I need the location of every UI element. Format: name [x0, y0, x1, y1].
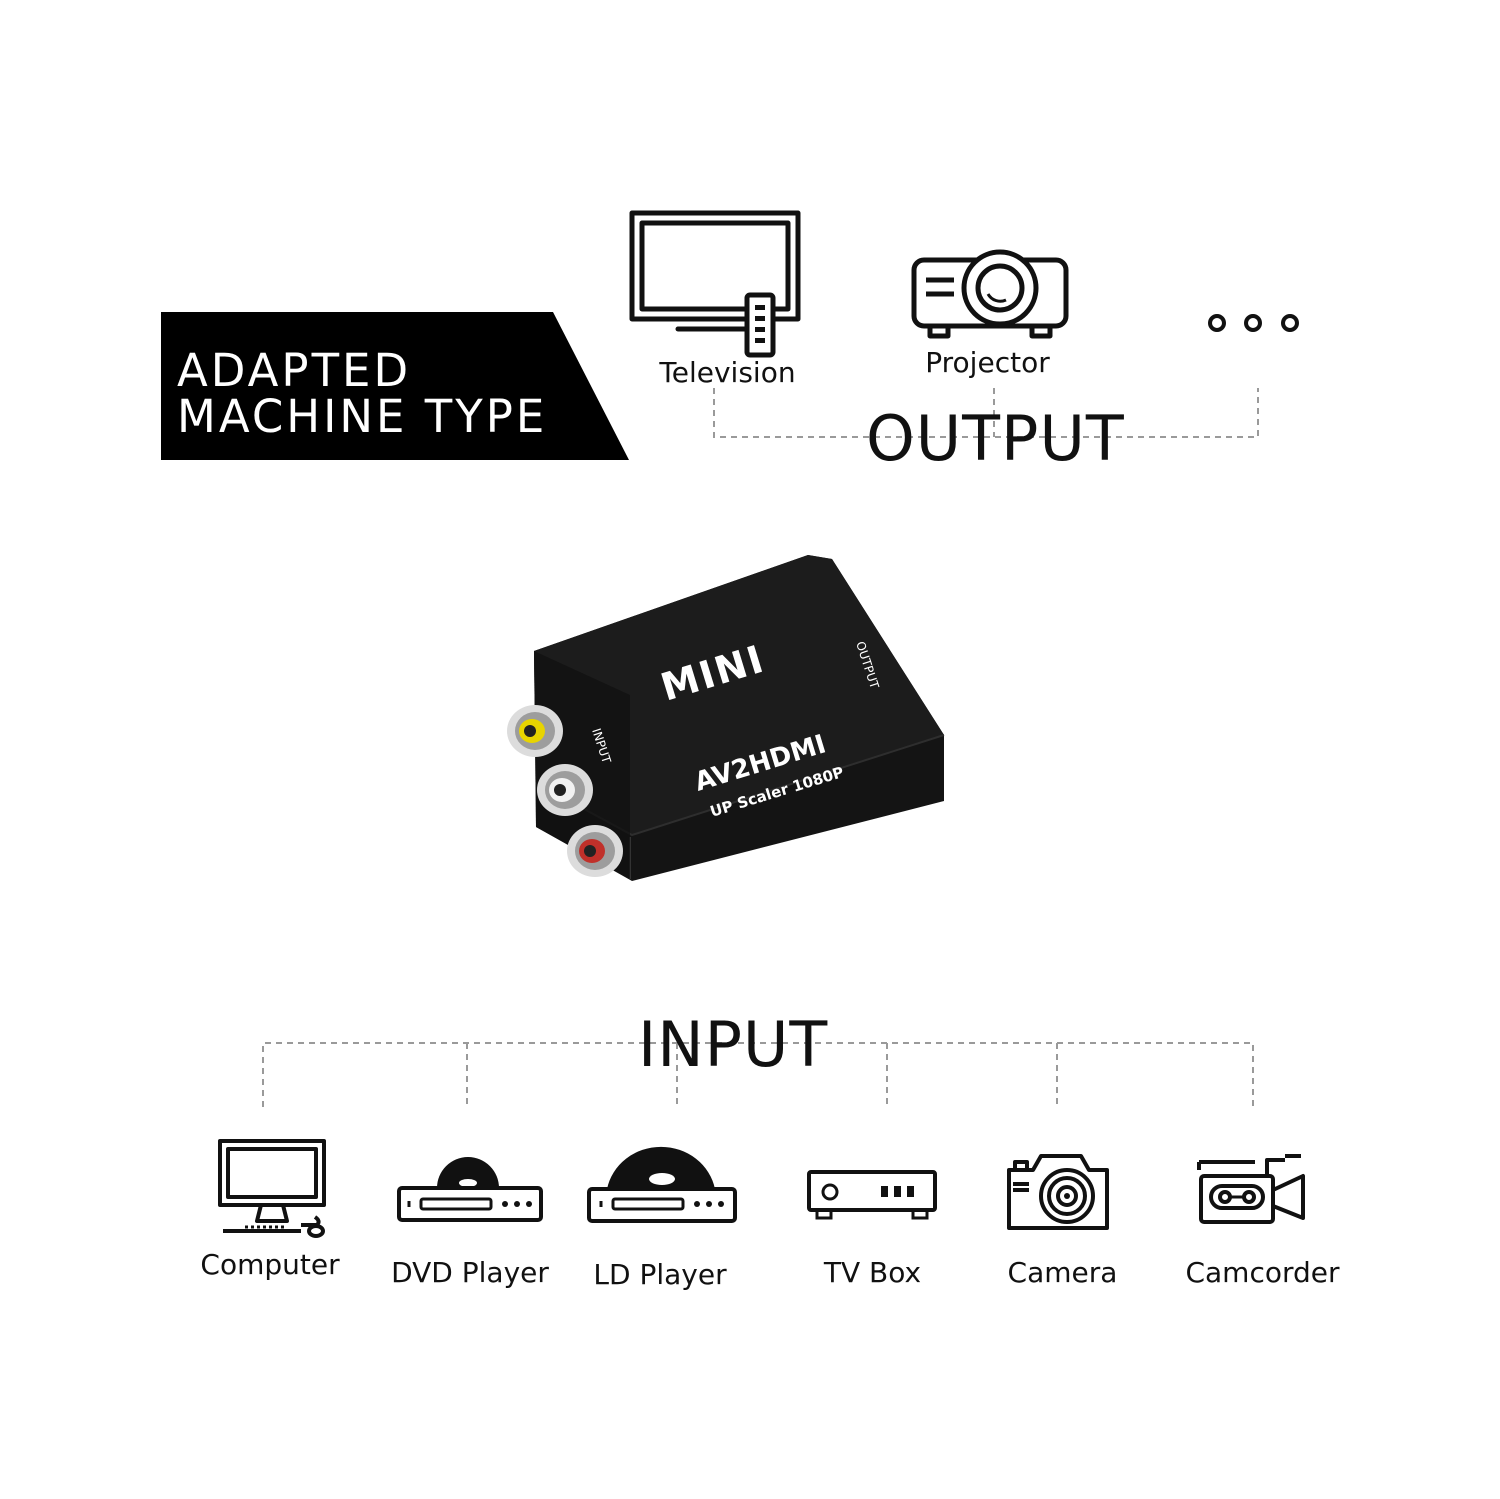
- camcorder-label: Camcorder: [1185, 1256, 1340, 1289]
- projector-label: Projector: [925, 346, 1050, 379]
- dvd-player-label: DVD Player: [391, 1256, 549, 1289]
- banner-line-1: ADAPTED: [177, 344, 412, 397]
- adapted-machine-type-banner: ADAPTED MACHINE TYPE: [161, 312, 631, 460]
- ld-player-icon: [587, 1146, 737, 1223]
- camcorder-icon: [1197, 1154, 1305, 1224]
- banner-line-2: MACHINE TYPE: [177, 390, 548, 443]
- dvd-player-icon: [397, 1157, 543, 1222]
- input-heading: INPUT: [638, 1008, 829, 1081]
- output-heading: OUTPUT: [866, 402, 1125, 475]
- tv-box-icon: [807, 1170, 937, 1220]
- output-connector-lines: [713, 388, 1259, 438]
- banner-background: [161, 312, 629, 460]
- projector-icon: [911, 249, 1069, 339]
- television-icon: [629, 210, 801, 358]
- camera-icon: [1007, 1154, 1109, 1230]
- television-label: Television: [659, 356, 796, 389]
- ellipsis-icon: [1208, 314, 1299, 332]
- ld-player-label: LD Player: [593, 1258, 727, 1291]
- rca-ports: [507, 705, 623, 877]
- computer-icon: [218, 1139, 326, 1238]
- computer-label: Computer: [200, 1248, 340, 1281]
- camera-label: Camera: [1007, 1256, 1118, 1289]
- tv-box-label: TV Box: [823, 1256, 922, 1289]
- banner-title: ADAPTED MACHINE TYPE: [177, 348, 547, 440]
- av2hdmi-adapter-image: INPUT OUTPUT MINI AV2HDMI UP Scaler 1080…: [507, 555, 945, 881]
